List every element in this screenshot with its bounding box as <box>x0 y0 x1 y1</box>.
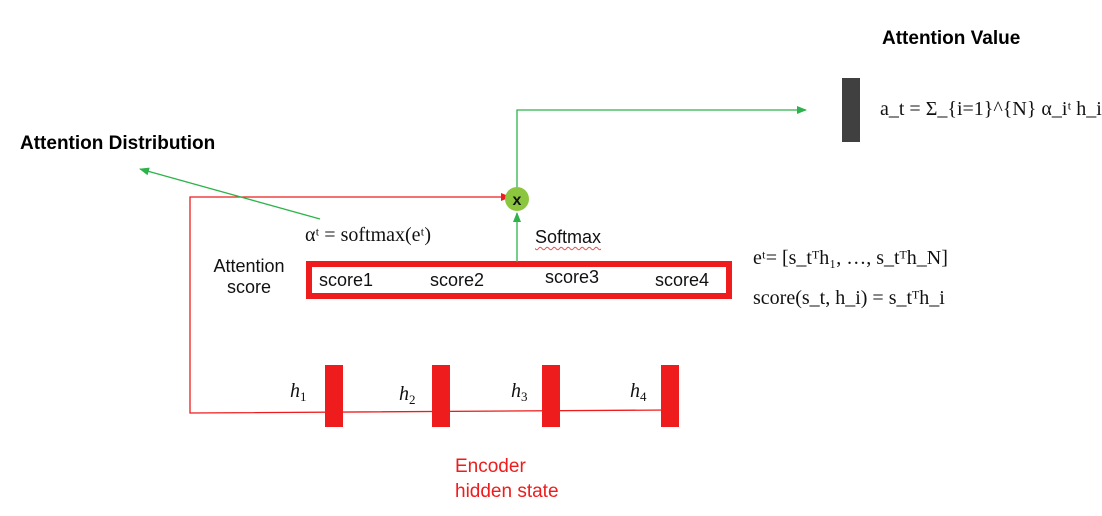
hidden-state-label-2: h2 <box>399 383 416 408</box>
hidden-state-bar-1 <box>325 365 343 427</box>
scores-vector-formula: eᵗ= [s_tᵀh₁, …, s_tᵀh_N] <box>753 247 948 270</box>
score-function-formula-text: score(s_t, h_i) = s_tᵀh_i <box>753 287 945 309</box>
hidden-state-bar-2 <box>432 365 450 427</box>
attention-distribution-arrow <box>139 167 321 220</box>
hidden-state-index-1: 1 <box>300 389 307 404</box>
attention-value-title: Attention Value <box>882 28 1021 49</box>
score-4: score4 <box>655 270 710 290</box>
softmax-label-text: Softmax <box>535 227 602 247</box>
hidden-state-index-4: 4 <box>640 389 647 404</box>
scores-vector-formula-text: eᵗ= [s_tᵀh₁, …, s_tᵀh_N] <box>753 247 948 269</box>
encoder-label-line1: Encoder <box>455 456 526 477</box>
attention-score-label-line1: Attention <box>213 256 285 276</box>
hidden-state-bar-4 <box>661 365 679 427</box>
encoder-label-line2: hidden state <box>455 480 559 502</box>
attention-score-label: Attention score <box>203 256 295 297</box>
hidden-state-label-3: h3 <box>511 380 528 405</box>
attention-distribution-label: Attention Distribution <box>20 133 216 154</box>
multiply-symbol: x <box>513 192 522 209</box>
softmax-formula: αᵗ = softmax(eᵗ) <box>305 224 431 247</box>
encoder-to-multiply-line <box>189 193 671 414</box>
attention-value-bar <box>842 78 860 142</box>
hidden-state-symbol-3: h <box>511 380 521 402</box>
multiply-to-value-arrow <box>516 106 807 187</box>
attention-value-formula-text: a_t = Σ_{i=1}^{N} α_iᵗ h_i <box>880 98 1102 120</box>
hidden-state-bar-3 <box>542 365 560 427</box>
encoder-hidden-state-label: Encoder hidden state <box>455 455 559 504</box>
score-function-formula: score(s_t, h_i) = s_tᵀh_i <box>753 287 945 310</box>
hidden-state-label-1: h1 <box>290 380 307 405</box>
score-3: score3 <box>545 267 600 287</box>
score-2: score2 <box>430 270 485 290</box>
hidden-state-index-2: 2 <box>409 392 416 407</box>
attention-score-label-line2: score <box>226 276 271 297</box>
softmax-label: Softmax <box>535 227 601 248</box>
score-1: score1 <box>319 270 374 290</box>
softmax-formula-text: αᵗ = softmax(eᵗ) <box>305 224 432 246</box>
attention-value-formula: a_t = Σ_{i=1}^{N} α_iᵗ h_i <box>880 98 1102 121</box>
hidden-state-label-4: h4 <box>630 380 647 405</box>
multiply-node <box>505 187 529 211</box>
hidden-state-symbol-2: h <box>399 383 409 405</box>
hidden-state-index-3: 3 <box>521 389 528 404</box>
hidden-state-symbol-1: h <box>290 380 300 402</box>
attention-score-box <box>306 261 732 299</box>
hidden-state-symbol-4: h <box>630 380 640 402</box>
